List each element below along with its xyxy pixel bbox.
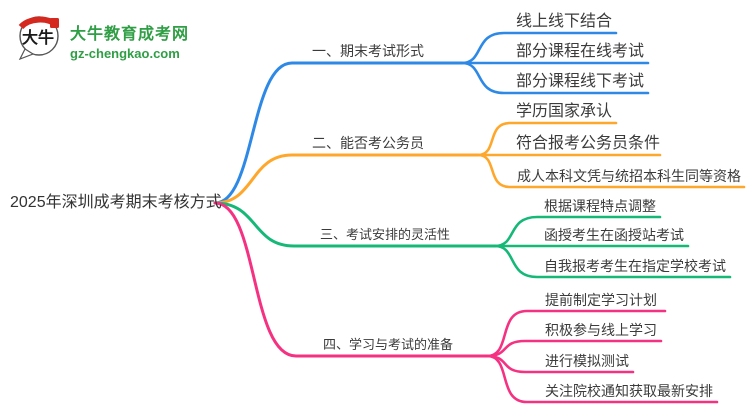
leaf-node-3-3[interactable]: 自我报考考生在指定学校考试 [544, 258, 726, 274]
branch-node-2[interactable]: 二、能否考公务员 [312, 135, 424, 151]
site-logo[interactable]: 大牛 大牛教育成考网 gz-chengkao.com [16, 10, 189, 61]
branch1-main-line [213, 61, 464, 205]
branch3-leaf3-line [493, 244, 732, 279]
leaf-node-2-3[interactable]: 成人本科文凭与统招本科生同等资格 [517, 168, 741, 184]
root-node[interactable]: 2025年深圳成考期末考核方式 [10, 194, 222, 211]
leaf-node-4-4[interactable]: 关注院校通知获取最新安排 [545, 383, 713, 399]
leaf-node-4-3[interactable]: 进行模拟测试 [545, 353, 629, 369]
branch3-main-line [213, 201, 497, 248]
leaf-node-2-1[interactable]: 学历国家承认 [516, 103, 613, 120]
leaf-node-4-2[interactable]: 积极参与线上学习 [545, 322, 657, 338]
leaf-node-4-1[interactable]: 提前制定学习计划 [545, 292, 657, 308]
leaf-node-1-2[interactable]: 部分课程在线考试 [516, 43, 645, 60]
logo-title: 大牛教育成考网 [70, 26, 190, 43]
branch1-leaf3-line [460, 61, 650, 95]
leaf-node-3-2[interactable]: 函授考生在函授站考试 [544, 227, 684, 243]
leaf-node-2-2[interactable]: 符合报考公务员条件 [516, 135, 661, 152]
leaf-node-1-3[interactable]: 部分课程线下考试 [516, 73, 645, 90]
leaf-node-1-1[interactable]: 线上线下结合 [516, 13, 613, 30]
branch4-leaf4-line [485, 354, 719, 404]
logo-icon-text: 大牛 [22, 28, 54, 47]
logo-subtitle: gz-chengkao.com [70, 46, 180, 61]
branch4-main-line [213, 201, 489, 358]
branch-node-4[interactable]: 四、学习与考试的准备 [323, 337, 454, 352]
branch-node-3[interactable]: 三、考试安排的灵活性 [320, 227, 451, 242]
branch-node-1[interactable]: 一、期末考试形式 [312, 43, 424, 59]
leaf-node-3-1[interactable]: 根据课程特点调整 [544, 198, 656, 214]
branch2-main-line [213, 153, 480, 205]
bull-logo-icon: 大牛 [18, 16, 59, 60]
branch2-leaf3-line [476, 153, 746, 189]
